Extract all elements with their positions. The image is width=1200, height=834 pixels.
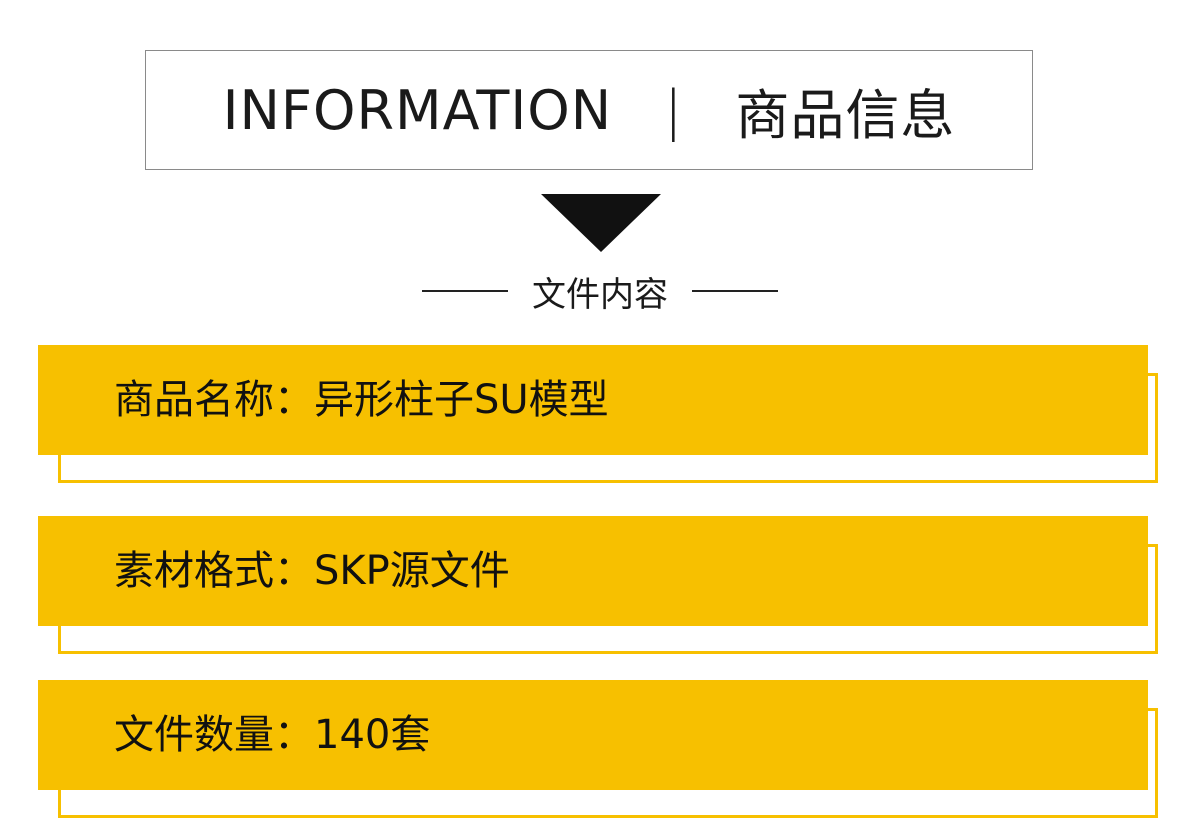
header-chinese-title: 商品信息 (735, 83, 956, 147)
subtitle-left-rule (422, 290, 508, 292)
info-row-file-count: 文件数量：140套 (0, 680, 1200, 820)
info-row-product-name: 商品名称：异形柱子SU模型 (0, 345, 1200, 485)
header-separator: | (664, 78, 684, 142)
info-row-fill (38, 516, 1148, 626)
header-title-box: INFORMATION | 商品信息 (145, 50, 1033, 170)
info-row-fill (38, 680, 1148, 790)
info-row-fill (38, 345, 1148, 455)
info-row-label: 商品名称：异形柱子SU模型 (114, 377, 609, 423)
subtitle-text: 文件内容 (532, 274, 668, 315)
subtitle-right-rule (692, 290, 778, 292)
info-row-label: 文件数量：140套 (114, 712, 431, 758)
section-subtitle: 文件内容 (0, 268, 1200, 315)
down-triangle-icon (541, 194, 661, 252)
info-row-label: 素材格式：SKP源文件 (114, 548, 510, 594)
header-english-title: INFORMATION (222, 78, 613, 142)
info-row-file-format: 素材格式：SKP源文件 (0, 516, 1200, 656)
